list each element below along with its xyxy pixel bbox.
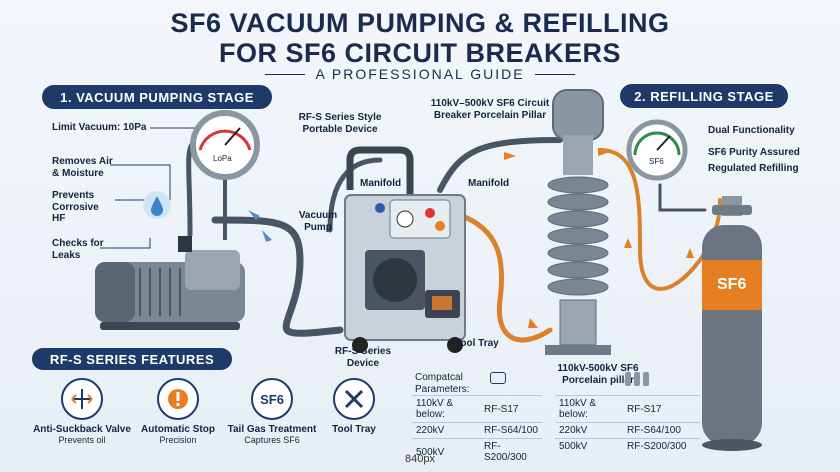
feature-tool-tray: Tool Tray <box>304 378 404 435</box>
wrench-screwdriver-icon <box>333 378 375 420</box>
valve-arrows-icon <box>61 378 103 420</box>
refilling-stage-banner: 2. REFILLING STAGE <box>620 84 788 108</box>
feature-title: Tail Gas Treatment <box>227 424 317 435</box>
table-cell: RF-S17 <box>623 395 700 423</box>
table-cell: 220kV <box>555 422 623 439</box>
feature-sub: Captures SF6 <box>244 435 300 445</box>
dual-functionality-label: Dual Functionality <box>708 125 795 136</box>
feature-automatic-stop: Automatic Stop Precision <box>128 378 228 445</box>
feature-sub: Precision <box>159 435 197 445</box>
refill-gauge <box>626 119 688 181</box>
divider <box>534 73 575 75</box>
feature-title: Tool Tray <box>332 424 376 435</box>
features-banner: RF-S SERIES FEATURES <box>32 348 232 370</box>
limit-vacuum-label: Limit Vacuum: 10Pa <box>52 122 147 133</box>
series-device-label: RF-S Series Device <box>334 346 392 369</box>
checks-leaks-label: Checks for Leaks <box>52 238 104 261</box>
sf6-purity-label: SF6 Purity Assured <box>708 147 800 158</box>
regulated-refilling-label: Regulated Refilling <box>708 163 799 174</box>
table-cell: 110kV & below: <box>555 395 623 423</box>
divider <box>265 73 306 75</box>
feature-anti-suckback: Anti-Suckback Valve Prevents oil <box>32 378 132 445</box>
vacuum-pump-label: Vacuum Pump <box>298 210 338 233</box>
feature-sub: Prevents oil <box>58 435 106 445</box>
subtitle: A PROFESSIONAL GUIDE <box>315 66 525 82</box>
manifold-right-label: Manifold <box>468 178 510 189</box>
sf6-cylinder-illustration <box>702 196 762 451</box>
pillar-bottom-label: 110kV-500kV SF6 Porcelain pillar <box>557 363 639 386</box>
table-row: 110kV & below:RF-S17 <box>412 395 542 423</box>
table-cell: 500kV <box>555 438 623 454</box>
device-top-label: RF-S Series Style Portable Device <box>298 112 382 135</box>
table-cell: RF-S64/100 <box>480 422 542 439</box>
tool-tray-label: Tool Tray <box>455 338 499 349</box>
portable-device-illustration <box>344 146 466 353</box>
title-line-2: FOR SF6 CIRCUIT BREAKERS <box>218 38 622 68</box>
refill-gauge-text: SF6 <box>649 157 664 166</box>
table-cell: RF-S64/100 <box>623 422 700 439</box>
feature-title: Automatic Stop <box>141 424 215 435</box>
pillar-top-label: 110kV–500kV SF6 Circuit Breaker Porcelai… <box>430 98 550 121</box>
porcelain-pillar-illustration <box>545 89 611 355</box>
table-cell: RF-S17 <box>480 395 542 423</box>
vacuum-gauge-text: LoPa <box>213 154 232 163</box>
removes-air-label: Removes Air & Moisture <box>52 156 113 179</box>
vacuum-gauge <box>190 110 260 240</box>
table-cell: 220kV <box>412 422 480 439</box>
sf6-badge-icon: SF6 <box>251 378 293 420</box>
feature-title: Anti-Suckback Valve <box>33 424 131 435</box>
title-line-1: SF6 VACUUM PUMPING & REFILLING <box>170 8 670 38</box>
subtitle-row: A PROFESSIONAL GUIDE <box>0 66 840 82</box>
manifold-left-label: Manifold <box>360 178 402 189</box>
sf6-badge-text: SF6 <box>260 391 284 407</box>
cylinder-label: SF6 <box>717 276 747 293</box>
vacuum-pump-illustration <box>95 236 245 330</box>
prevents-hf-label: Prevents Corrosive HF <box>52 190 99 224</box>
footer-label: 840px <box>405 453 435 465</box>
moisture-drop-icon <box>143 191 171 219</box>
table-row: 110kV & below:RF-S17 <box>555 395 700 423</box>
params-heading: Compatcal Parameters: <box>415 372 470 395</box>
table-cell: 110kV & below: <box>412 395 480 423</box>
vacuum-stage-banner: 1. VACUUM PUMPING STAGE <box>42 85 272 109</box>
flow-arrows-orange <box>504 148 694 328</box>
bottles-icon <box>625 372 659 386</box>
feature-tail-gas: SF6 Tail Gas Treatment Captures SF6 <box>222 378 322 445</box>
table-cell: 500kV <box>412 438 480 465</box>
cylinder-icon-small <box>490 372 506 384</box>
stop-warning-icon <box>157 378 199 420</box>
table-cell: RF-S200/300 <box>623 438 700 454</box>
table-cell: RF-S200/300 <box>480 438 542 465</box>
